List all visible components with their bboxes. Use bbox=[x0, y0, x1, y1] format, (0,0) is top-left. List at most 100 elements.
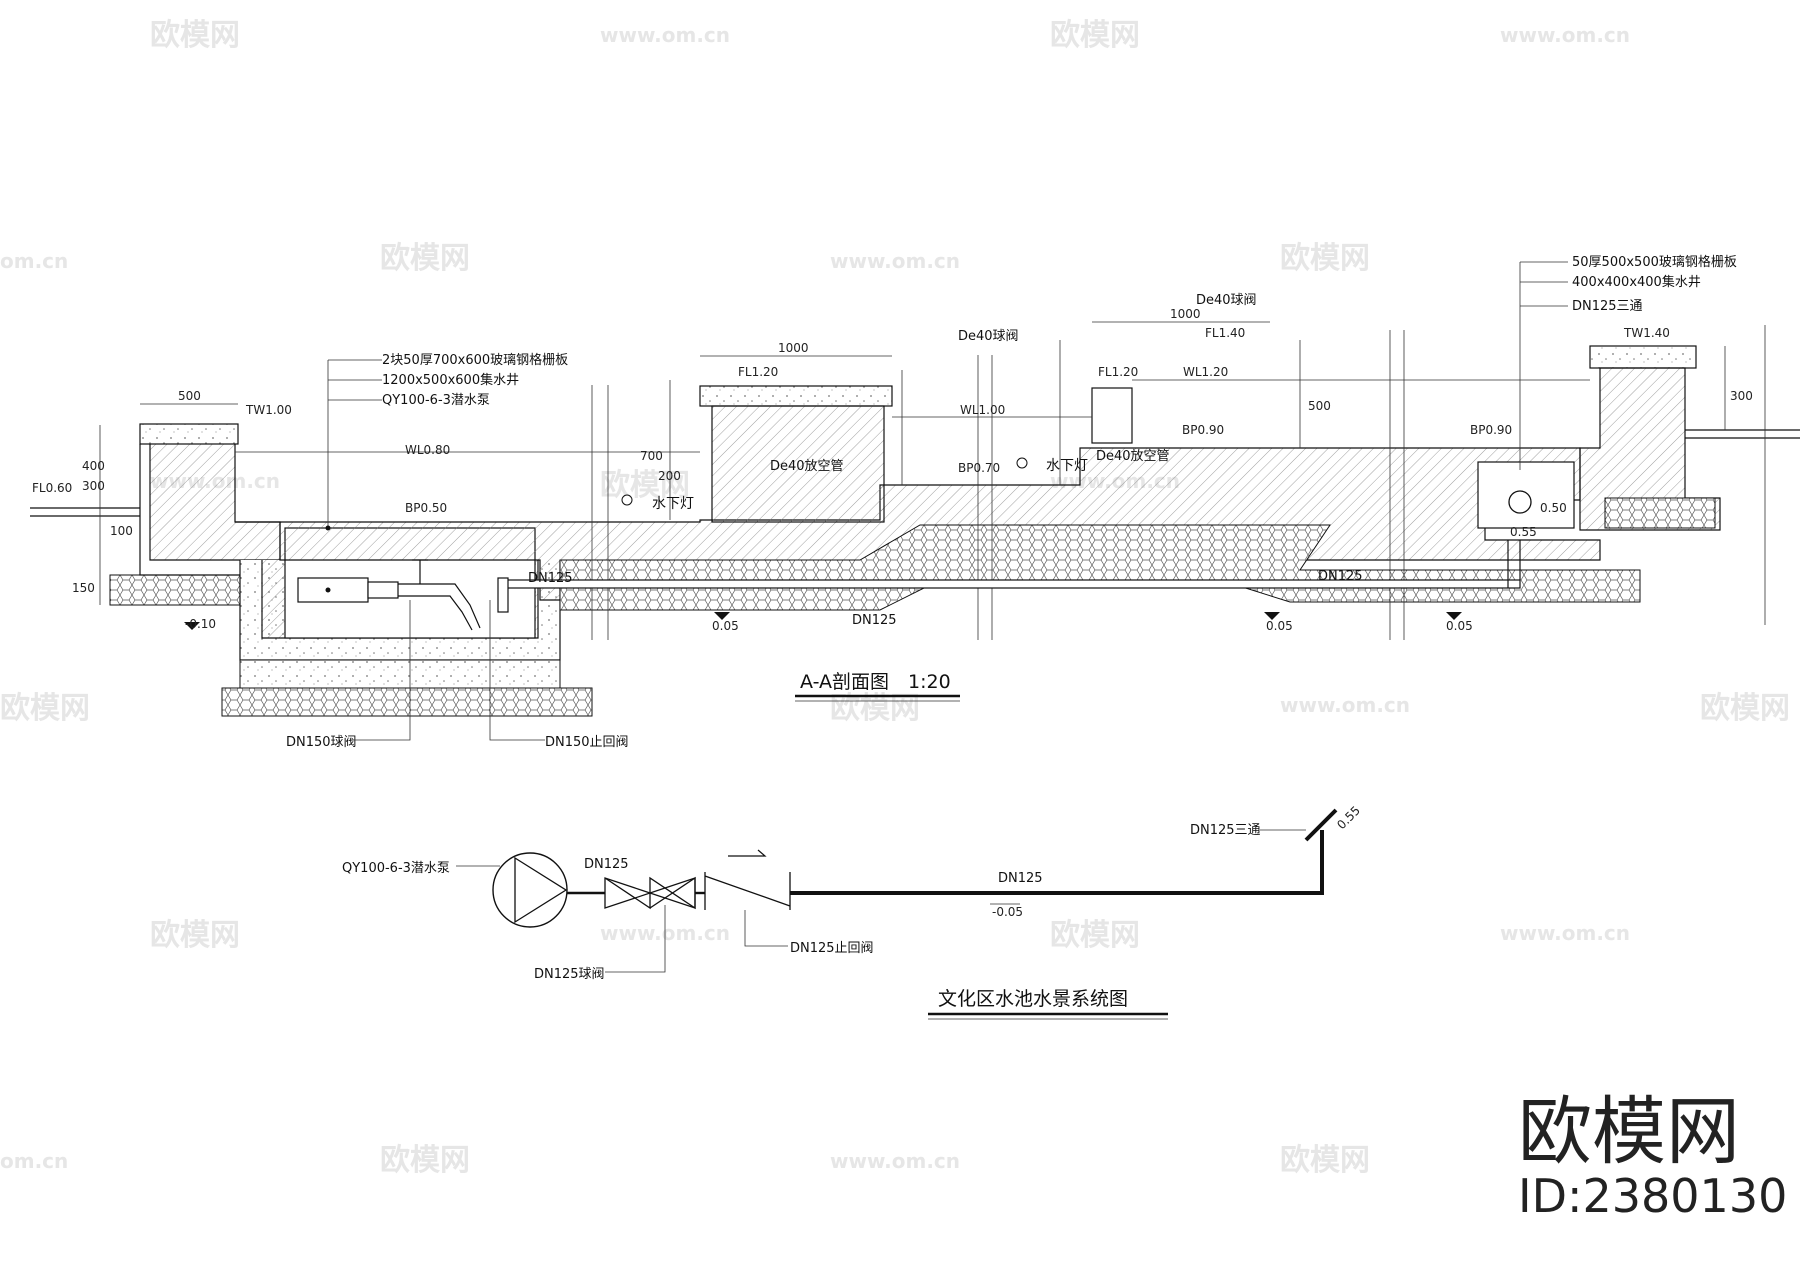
label-dn125: DN125 bbox=[584, 857, 629, 872]
dim-300b: 300 bbox=[1730, 389, 1753, 403]
label-valve-right: De40球阀 bbox=[1196, 293, 1257, 308]
note-sump-right: 400x400x400集水井 bbox=[1572, 274, 1701, 290]
watermark-url: www.om.cn bbox=[1500, 921, 1630, 945]
underwater-light-icon bbox=[621, 494, 633, 506]
label-light: 水下灯 bbox=[652, 496, 694, 512]
pump-motor-icon bbox=[367, 581, 399, 599]
section-a-a: 2块50厚700x600玻璃钢格栅板 1200x500x600集水井 QY100… bbox=[30, 254, 1800, 750]
level-bp-left: BP0.50 bbox=[405, 501, 447, 515]
watermark-logo: 欧模网 bbox=[1700, 691, 1790, 726]
label-check-valve: DN150止回阀 bbox=[545, 735, 629, 750]
pump-symbol-icon bbox=[492, 852, 568, 928]
note-tee-right: DN125三通 bbox=[1572, 299, 1643, 314]
watermark-logo: 欧模网 bbox=[600, 468, 690, 503]
right-gravel bbox=[1604, 497, 1716, 529]
level-bp-right2: BP0.90 bbox=[1470, 423, 1512, 437]
level-marker bbox=[1446, 612, 1462, 620]
note-pump: QY100-6-3潜水泵 bbox=[382, 393, 490, 408]
tee-fitting bbox=[1508, 490, 1532, 514]
level-tw-left: TW1.00 bbox=[245, 403, 292, 417]
check-valve-icon bbox=[497, 577, 509, 613]
level-wl-right: WL1.20 bbox=[1183, 365, 1228, 379]
watermark-url: www.om.cn bbox=[1280, 693, 1410, 717]
level-bottom-1: 0.05 bbox=[712, 619, 739, 633]
ball-valve-outline-icon bbox=[604, 877, 696, 909]
dim-400: 400 bbox=[82, 459, 105, 473]
watermark-url: www.om.cn bbox=[1500, 23, 1630, 47]
watermark-url: om.cn bbox=[0, 1149, 68, 1173]
leader-line bbox=[1520, 261, 1568, 307]
label-valve-mid: De40球阀 bbox=[958, 329, 1019, 344]
underwater-light-icon bbox=[1016, 457, 1028, 469]
level-fl-mid: FL1.20 bbox=[738, 365, 778, 379]
mid-coping bbox=[699, 385, 893, 407]
brand-block: 欧模网 ID:2380130 bbox=[1518, 1089, 1787, 1223]
level-neg: -0.05 bbox=[992, 905, 1023, 919]
watermark-url: www.om.cn bbox=[600, 23, 730, 47]
flow-arrow-icon bbox=[728, 849, 767, 857]
label-check-valve: DN125止回阀 bbox=[790, 941, 874, 956]
leader-dot bbox=[325, 587, 331, 593]
check-valve-symbol-icon bbox=[704, 872, 791, 910]
system-diagram: QY100-6-3潜水泵 DN125 DN125 DN125球阀 DN125止回… bbox=[342, 803, 1363, 1020]
dim-300: 300 bbox=[82, 479, 105, 493]
level-tw-right: TW1.40 bbox=[1623, 326, 1670, 340]
watermark-logo: 欧模网 bbox=[380, 241, 470, 276]
label-ball-valve: DN150球阀 bbox=[286, 735, 357, 750]
brand-name: 欧模网 bbox=[1518, 1089, 1740, 1175]
label-pump: QY100-6-3潜水泵 bbox=[342, 861, 450, 876]
watermark-logo: 欧模网 bbox=[1280, 1143, 1370, 1178]
leader-line bbox=[605, 905, 666, 973]
dim-200: 200 bbox=[658, 469, 681, 483]
leader-line bbox=[489, 600, 545, 741]
pump-discharge-pipe bbox=[398, 583, 481, 631]
level-fl-mid2: FL1.20 bbox=[1098, 365, 1138, 379]
label-drain-mid: De40放空管 bbox=[770, 459, 844, 474]
level-bp-right1: BP0.90 bbox=[1182, 423, 1224, 437]
label-light: 水下灯 bbox=[1046, 458, 1088, 474]
pump-triangle-icon bbox=[514, 856, 568, 924]
leader-dot bbox=[325, 525, 331, 531]
level-ground-left: -0.10 bbox=[185, 617, 216, 631]
label-drain-right: De40放空管 bbox=[1096, 449, 1170, 464]
brand-id: ID:2380130 bbox=[1518, 1169, 1787, 1223]
system-title: 文化区水池水景系统图 bbox=[938, 988, 1128, 1010]
label-tee: DN125三通 bbox=[1190, 823, 1261, 838]
leader-line bbox=[744, 910, 788, 947]
watermark-logo: 欧模网 bbox=[150, 918, 240, 953]
label-dn125: DN125 bbox=[998, 871, 1043, 886]
label-ball-valve: DN125球阀 bbox=[534, 967, 605, 982]
level-top: 0.55 bbox=[1334, 803, 1363, 832]
note-grating-right: 50厚500x500玻璃钢格栅板 bbox=[1572, 254, 1737, 270]
main-pipe bbox=[504, 579, 1521, 589]
right-small-box bbox=[1091, 387, 1133, 444]
level-wl-left: WL0.80 bbox=[405, 443, 450, 457]
watermark-url: www.om.cn bbox=[830, 249, 960, 273]
watermark-logo: 欧模网 bbox=[1050, 18, 1140, 53]
mid-planter bbox=[711, 405, 885, 523]
left-gravel-base bbox=[109, 574, 251, 606]
system-main-pipe bbox=[790, 830, 1324, 895]
dim-500: 500 bbox=[178, 389, 201, 403]
leader-line bbox=[350, 600, 411, 741]
level-fl-left: FL0.60 bbox=[32, 481, 72, 495]
watermark-logo: 欧模网 bbox=[1050, 918, 1140, 953]
level-pipe-050: 0.50 bbox=[1540, 501, 1567, 515]
left-wall bbox=[149, 441, 281, 561]
level-marker bbox=[714, 612, 730, 620]
right-wall bbox=[1579, 367, 1721, 531]
watermark-url: www.om.cn bbox=[830, 1149, 960, 1173]
dim-500b: 500 bbox=[1308, 399, 1331, 413]
level-wl-mid: WL1.00 bbox=[960, 403, 1005, 417]
level-pipe-055: 0.55 bbox=[1510, 525, 1537, 539]
level-bottom-2: 0.05 bbox=[1266, 619, 1293, 633]
pipe-label-dn125: DN125 bbox=[852, 613, 897, 628]
right-coping bbox=[1589, 345, 1697, 369]
tee-symbol-icon bbox=[1304, 808, 1338, 842]
dim-700: 700 bbox=[640, 449, 663, 463]
section-title: A-A剖面图 1:20 bbox=[800, 671, 951, 693]
pipe-label-dn125: DN125 bbox=[528, 571, 573, 586]
leader-line bbox=[328, 359, 382, 401]
watermark-logo: 欧模网 bbox=[150, 18, 240, 53]
